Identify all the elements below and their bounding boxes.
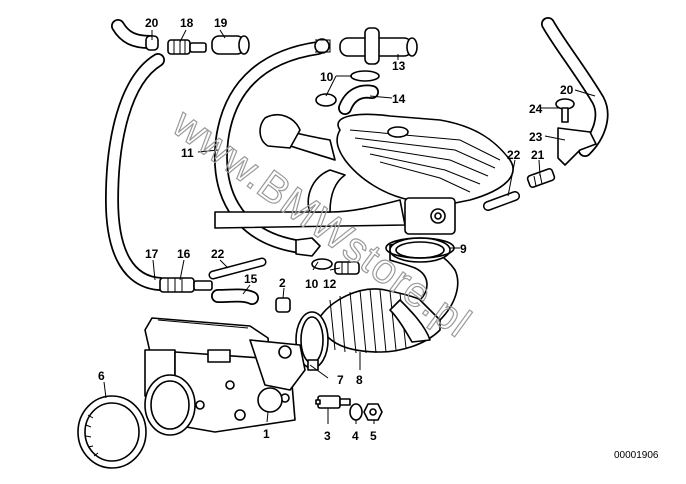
damper-2: [275, 297, 291, 313]
callout-1: 1: [263, 427, 270, 441]
connector-10-12: [295, 237, 360, 275]
check-valve-13: [314, 27, 418, 65]
callout-10-top: 10: [320, 70, 334, 84]
sensor-3: [315, 395, 351, 409]
connector-18: [167, 39, 207, 55]
callout-19: 19: [214, 16, 228, 30]
connector-21: [526, 167, 556, 189]
callout-20-top-left: 20: [145, 16, 159, 30]
callout-11: 11: [181, 146, 194, 160]
callout-22-right: 22: [507, 148, 521, 162]
callout-labels: 20 18 19 13 10 14 20 24 23 11 22 21 9 17…: [98, 16, 574, 443]
hose-22-left: [208, 257, 267, 280]
callout-21: 21: [531, 148, 545, 162]
callout-4: 4: [352, 429, 359, 443]
intake-manifold: [214, 113, 514, 235]
callout-23: 23: [529, 130, 543, 144]
screw-24: [555, 98, 575, 123]
nut-5: [363, 403, 383, 421]
callout-7: 7: [337, 373, 344, 387]
callout-3: 3: [324, 429, 331, 443]
callout-12: 12: [323, 277, 337, 291]
callout-17: 17: [145, 247, 159, 261]
washer-4: [349, 403, 363, 421]
hose-14: [338, 84, 379, 115]
callout-5: 5: [370, 429, 377, 443]
callout-13: 13: [392, 59, 406, 73]
air-flow-meter-1: [144, 317, 306, 436]
hose-piece-19: [211, 35, 250, 55]
hose-22-right: [483, 191, 520, 211]
callout-14: 14: [392, 92, 406, 106]
callout-8: 8: [356, 373, 363, 387]
leader-lines: [103, 29, 596, 424]
clamp-7: [295, 311, 329, 371]
clamp-10-top: [315, 70, 380, 107]
callout-24: 24: [529, 102, 543, 116]
connector-16: [159, 277, 213, 293]
callout-6: 6: [98, 369, 105, 383]
hose-20-right: [541, 17, 609, 157]
callout-10-lower: 10: [305, 277, 319, 291]
callout-9: 9: [460, 242, 467, 256]
callout-16: 16: [177, 247, 191, 261]
callout-18: 18: [180, 16, 194, 30]
bracket-23: [557, 127, 597, 166]
intake-boot-8: [317, 237, 459, 354]
hose-15: [211, 288, 259, 305]
callout-2: 2: [279, 276, 286, 290]
ring-6: [77, 395, 147, 469]
hose-17: [105, 53, 167, 291]
callout-15: 15: [244, 272, 258, 286]
callout-20-right: 20: [560, 83, 574, 97]
callout-22-left: 22: [211, 247, 225, 261]
document-id: 00001906: [614, 450, 659, 461]
